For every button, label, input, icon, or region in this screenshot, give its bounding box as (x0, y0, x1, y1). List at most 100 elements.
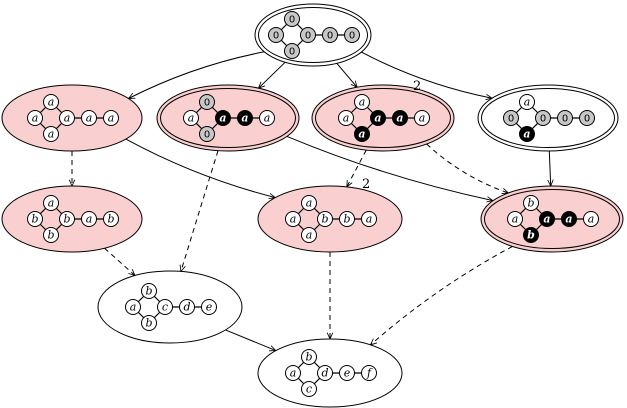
node-label: a (306, 229, 313, 242)
node-label: a (241, 112, 248, 125)
graph-node: b (523, 227, 539, 243)
node-label: b (145, 317, 152, 330)
node-label: a (523, 128, 530, 141)
node-label: d (321, 367, 328, 380)
arrow-g8-g9 (225, 329, 276, 351)
node-label: 0 (540, 114, 546, 125)
arrow-g7-g9 (371, 245, 513, 345)
node-label: a (306, 197, 313, 210)
graph-node: a (338, 110, 354, 126)
node-label: 0 (289, 15, 295, 26)
node-label: 0 (305, 31, 311, 42)
graph-node: a (539, 211, 555, 227)
graph-node: b (27, 211, 43, 227)
arrow-g0-g2 (259, 61, 286, 88)
graph-node: c (301, 381, 317, 397)
node-label: a (419, 112, 426, 125)
graph-node: 0 (300, 27, 316, 43)
graph-node: a (361, 211, 377, 227)
graph-node: a (259, 110, 275, 126)
graph-node: a (354, 126, 370, 142)
graph-node: a (27, 110, 43, 126)
graph-node: 0 (199, 94, 215, 110)
graph-node: d (179, 299, 195, 315)
node-label: a (32, 112, 39, 125)
graph-node: 0 (268, 27, 284, 43)
graph-node: a (519, 126, 535, 142)
node-label: b (527, 197, 534, 210)
graph-node: a (392, 110, 408, 126)
graph-node: a (43, 126, 59, 142)
graph-node: b (523, 195, 539, 211)
arrow-g1-g6 (125, 138, 275, 198)
node-label: a (565, 213, 572, 226)
graph-node: a (43, 195, 59, 211)
node-label: b (63, 213, 70, 226)
arrow-g0-g3 (336, 62, 357, 87)
node-label: 0 (204, 130, 210, 141)
node-label: 0 (327, 31, 333, 42)
graph-node: b (339, 211, 355, 227)
node-label: d (183, 301, 190, 314)
graph-node: 0 (535, 110, 551, 126)
node-label: 0 (349, 31, 355, 42)
node-label: a (512, 213, 519, 226)
graph-node: c (157, 299, 173, 315)
graph-node: a (183, 110, 199, 126)
graph-node: e (201, 299, 217, 315)
node-label: a (108, 112, 115, 125)
arrow-g3-g7 (426, 143, 509, 193)
graph-node: a (301, 195, 317, 211)
graph-node: a (301, 227, 317, 243)
arrow-g0-g1 (129, 51, 265, 99)
node-label: a (130, 301, 137, 314)
graph-node: 0 (503, 110, 519, 126)
arrows-layer (72, 51, 551, 351)
node-label: a (374, 112, 381, 125)
graph-node: b (141, 315, 157, 331)
node-label: b (343, 213, 350, 226)
graph-node: a (561, 211, 577, 227)
graph-ellipse-inner (481, 88, 615, 148)
graph-node: a (370, 110, 386, 126)
graph-node: a (215, 110, 231, 126)
node-label: b (305, 351, 312, 364)
arrow-g0-g4 (361, 51, 492, 98)
node-label: a (290, 213, 297, 226)
node-label: a (48, 96, 55, 109)
graph-node: e (339, 365, 355, 381)
arrow-g5-g8 (104, 247, 136, 275)
node-label: e (344, 367, 351, 380)
graph-node: a (519, 94, 535, 110)
node-label: f (366, 367, 373, 380)
node-label: a (359, 96, 366, 109)
node-label: a (358, 128, 365, 141)
node-label: a (188, 112, 195, 125)
node-label: a (343, 112, 350, 125)
graph-ellipse-inner (315, 88, 451, 148)
node-label: 0 (562, 114, 568, 125)
graph-node: b (141, 283, 157, 299)
graph-node: 0 (199, 126, 215, 142)
graph-node: a (81, 110, 97, 126)
multiplicity-labels: 2 2 (362, 79, 421, 192)
graph-node: a (285, 211, 301, 227)
node-label: 0 (204, 98, 210, 109)
graph-node: b (59, 211, 75, 227)
node-label: 0 (273, 31, 279, 42)
node-label: a (86, 112, 93, 125)
graph-node: b (301, 349, 317, 365)
graph-node: a (43, 94, 59, 110)
arrow-g3-g6 (347, 149, 367, 187)
graph-node: 0 (284, 43, 300, 59)
graph-node: a (103, 110, 119, 126)
graph-node: d (317, 365, 333, 381)
graph-node: a (285, 365, 301, 381)
node-label: a (48, 128, 55, 141)
